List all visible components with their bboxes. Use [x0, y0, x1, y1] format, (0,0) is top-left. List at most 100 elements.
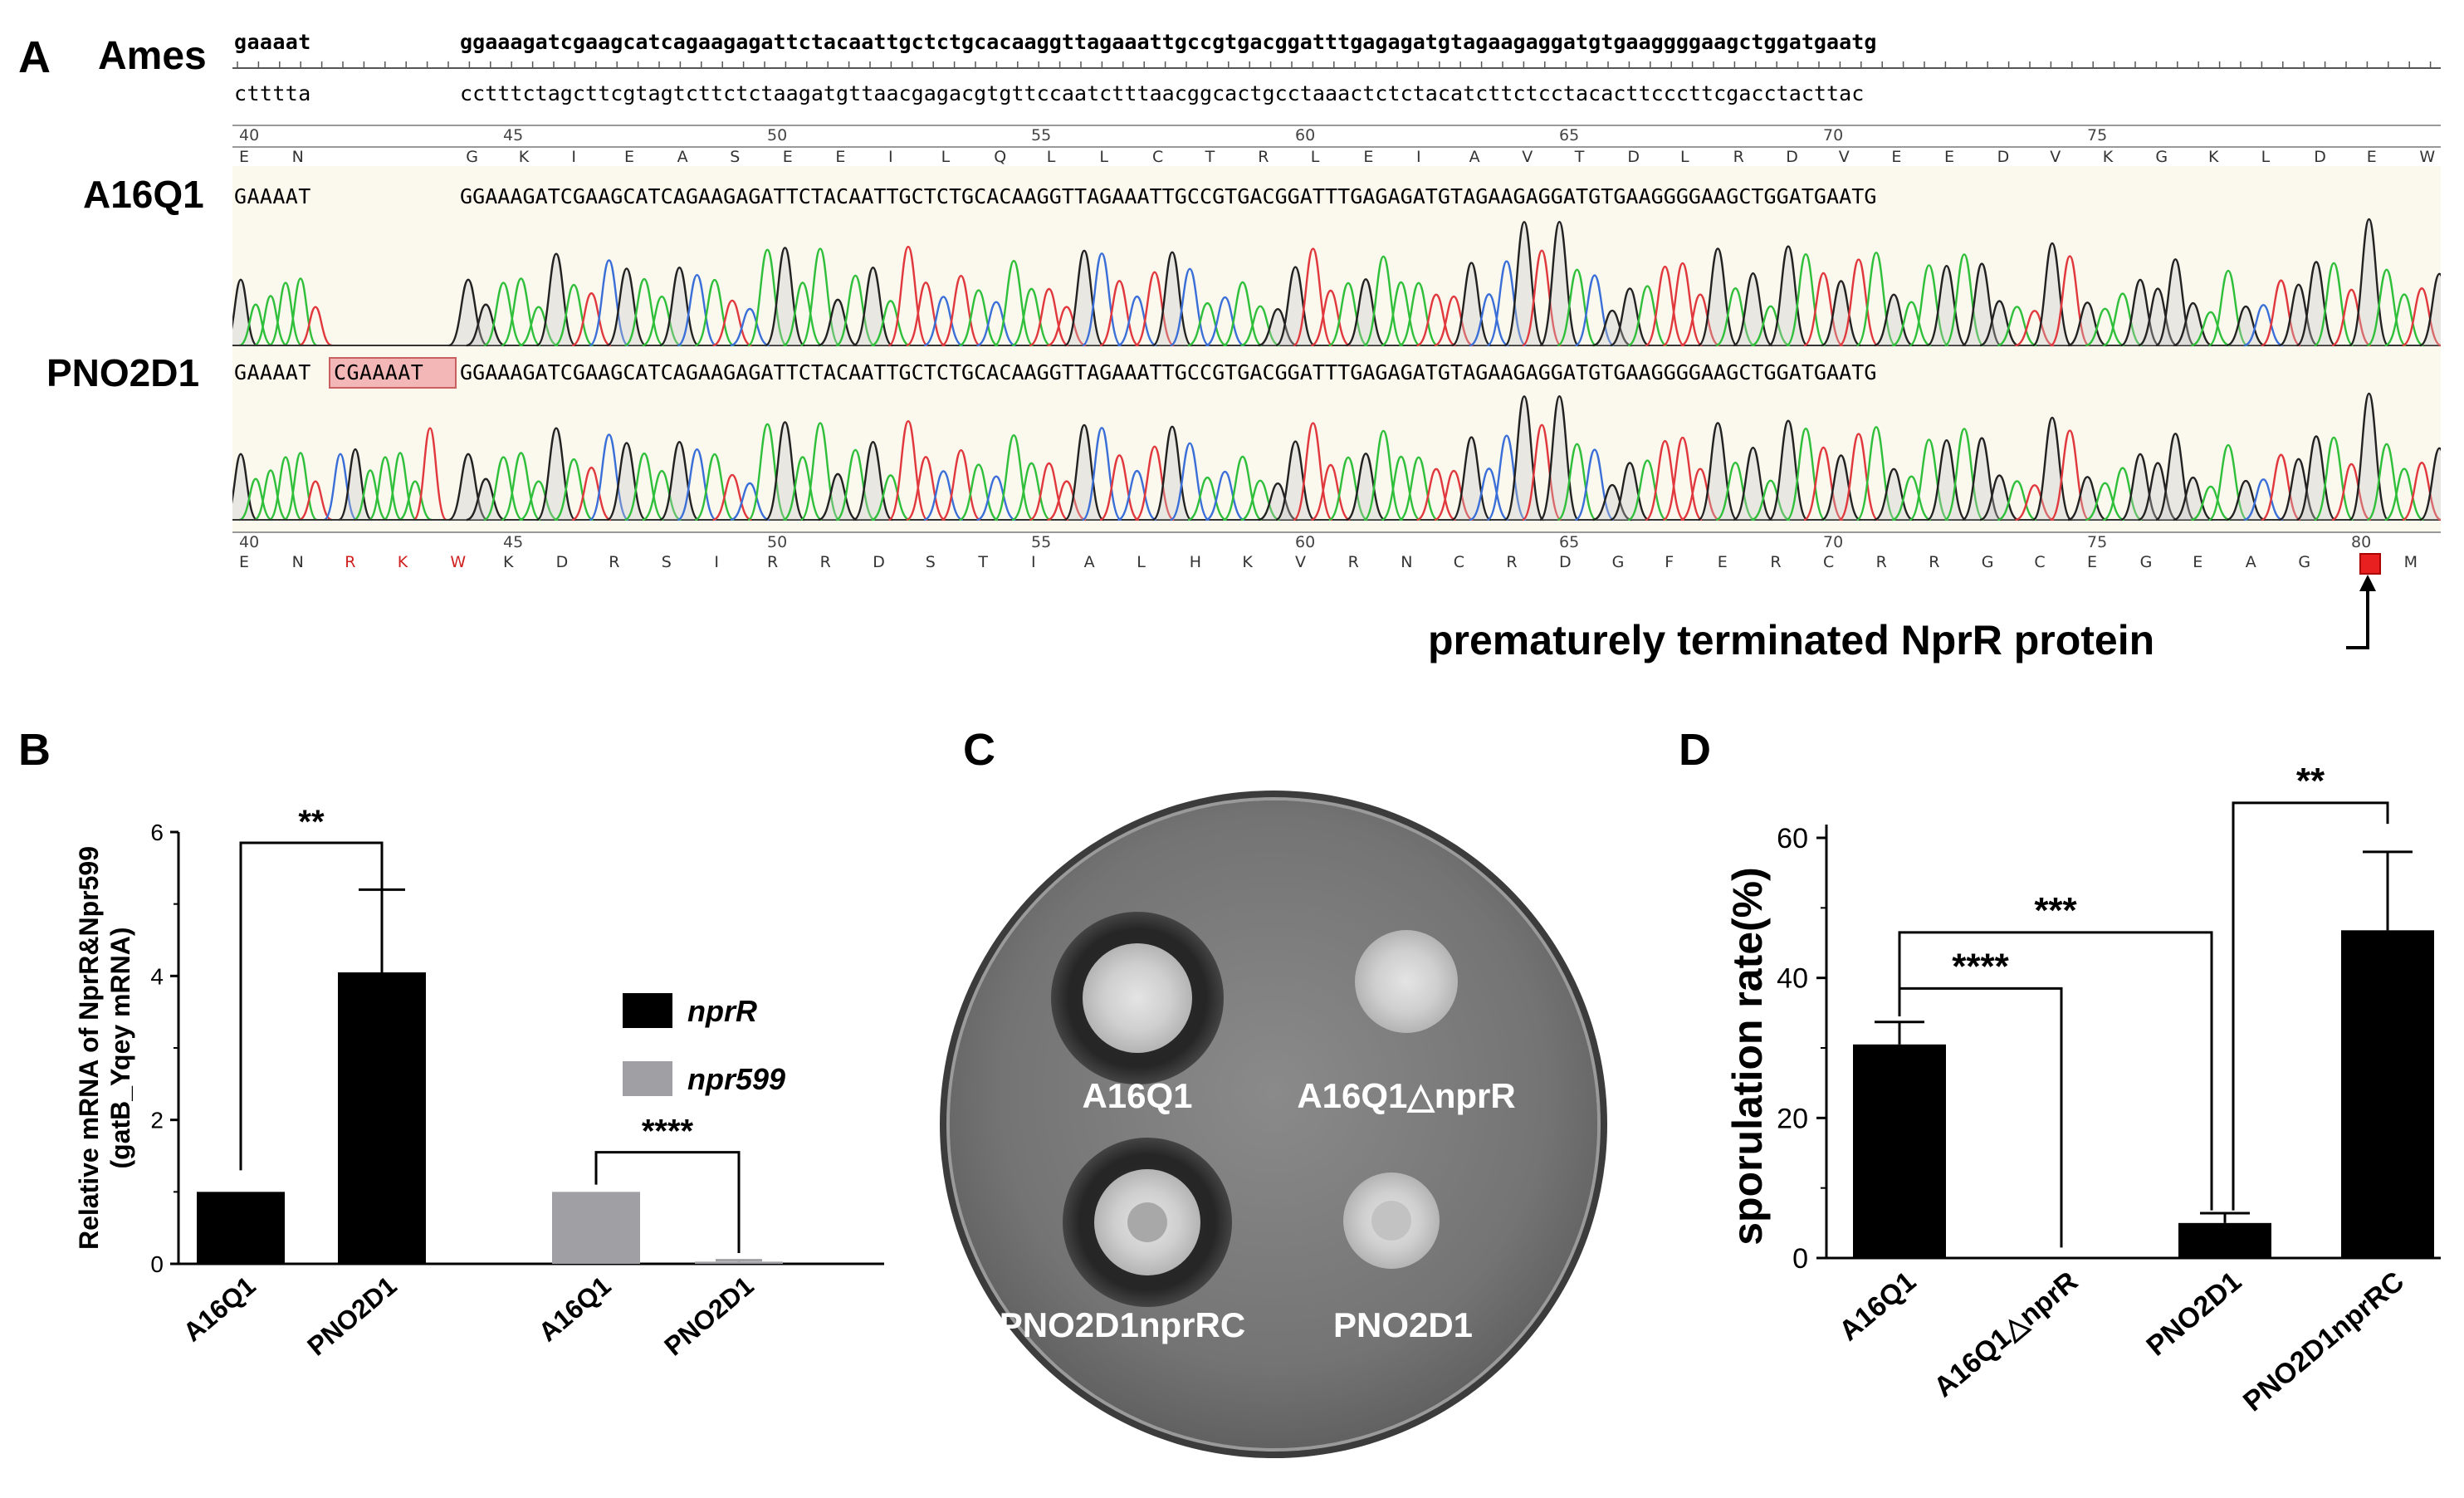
trace-peak	[1715, 462, 1756, 521]
trace-peak	[2120, 453, 2160, 521]
trace-peak	[2296, 261, 2336, 347]
trace-peak	[1293, 247, 1333, 347]
trace-peak	[2208, 443, 2248, 521]
trace-peak	[1293, 422, 1333, 521]
amino-acid: D	[873, 553, 885, 571]
trace-peak	[1310, 463, 1351, 521]
trace-peak	[1574, 274, 1615, 347]
y-tick-label: 20	[1777, 1103, 1808, 1134]
trace-peak	[1240, 305, 1280, 347]
stop-codon-arrow	[2346, 575, 2376, 649]
plate-label-pno2d1nprrc: PNO2D1nprRC	[1000, 1305, 1245, 1344]
amino-acid: K	[503, 553, 514, 571]
trace-peak	[2366, 268, 2407, 347]
position-number: 65	[1559, 126, 1580, 144]
amino-acid: E	[239, 553, 250, 571]
trace-peak	[888, 419, 928, 521]
trace-peak	[1909, 264, 1949, 347]
trace-peak	[1416, 468, 1456, 521]
trace-peak	[835, 274, 876, 347]
amino-acid: D	[1997, 148, 2010, 166]
amino-acid: C	[1453, 553, 1465, 571]
position-number: 80	[2351, 533, 2372, 551]
amino-acid: I	[1031, 553, 1036, 571]
significance-label: **	[298, 804, 325, 840]
trace-peak	[2331, 463, 2372, 521]
x-tick-label: PNO2D1	[301, 1270, 402, 1362]
trace-peak	[1557, 268, 1597, 347]
trace-peak	[2278, 458, 2319, 521]
trace-peak	[2331, 288, 2372, 347]
a16q1-chromatogram	[232, 218, 2441, 347]
y-tick-label: 4	[150, 963, 164, 989]
amino-acid: R	[767, 553, 779, 571]
position-number: 40	[239, 533, 260, 551]
trace-peak	[1944, 253, 1984, 347]
trace-peak	[659, 267, 700, 347]
trace-peak	[2120, 278, 2160, 347]
trace-peak	[642, 295, 682, 347]
position-number: 45	[503, 533, 524, 551]
position-number: 45	[503, 126, 524, 144]
trace-peak	[2296, 435, 2336, 521]
panel-a-letter: A	[18, 32, 51, 82]
bar-npr599-A16Q1	[552, 1192, 640, 1264]
trace-peak	[923, 296, 964, 347]
amino-acid: R	[1506, 553, 1518, 571]
significance-bracket	[1898, 931, 2213, 1211]
trace-peak	[1328, 281, 1368, 347]
trace-peak	[1979, 300, 2020, 347]
amino-acid: E	[1363, 148, 1374, 166]
trace-peak	[2085, 482, 2125, 521]
trace-peak	[1768, 419, 1808, 521]
trace-peak	[283, 452, 318, 521]
trace-peak	[606, 267, 647, 347]
trace-peak	[1557, 443, 1597, 521]
position-number: 70	[1823, 533, 1844, 551]
trace-peak	[906, 456, 946, 521]
bar-A16Q1	[1853, 1044, 1946, 1258]
trace-peak	[466, 303, 506, 347]
pno2d1-base-calls-left: GAAAAT	[234, 360, 311, 384]
trace-peak	[1064, 423, 1104, 521]
trace-peak	[1680, 293, 1720, 347]
significance-label: **	[2296, 764, 2325, 801]
panel-d-letter: D	[1679, 725, 1711, 775]
bar-nprR-PNO2D1	[338, 972, 426, 1264]
legend-swatch	[623, 1061, 672, 1096]
trace-peak	[747, 423, 788, 521]
x-tick-label: PNO2D1nprRC	[2237, 1265, 2410, 1417]
amino-acid: L	[1099, 148, 1108, 166]
x-tick-label: PNO2D1	[658, 1270, 759, 1362]
trace-peak	[958, 289, 999, 347]
amino-acid: S	[730, 148, 741, 166]
trace-peak	[2191, 485, 2231, 521]
amino-acid: E	[239, 148, 250, 166]
trace-peak	[835, 448, 876, 521]
amino-acid: K	[518, 148, 530, 166]
amino-acid: L	[1046, 148, 1056, 166]
trace-peak	[642, 469, 682, 521]
trace-peak	[589, 259, 629, 347]
pno2d1-base-calls: GGAAAGATCGAAGCATCAGAAGAGATTCTACAATTGCTCT…	[460, 360, 1877, 384]
bar-PNO2D1	[2178, 1222, 2271, 1258]
panel-b-letter: B	[18, 725, 51, 775]
legend-label: npr599	[687, 1062, 785, 1096]
trace-peak	[1645, 439, 1685, 521]
trace-peak	[624, 277, 664, 347]
trace-peak	[1064, 249, 1104, 347]
trace-peak	[994, 259, 1034, 347]
trace-peak	[958, 463, 999, 521]
trace-peak	[501, 277, 541, 347]
trace-peak	[1751, 479, 1791, 521]
amino-acid: E	[1944, 148, 1955, 166]
plate-label-a16q1-deltanprr: A16Q1△nprR	[1297, 1076, 1515, 1115]
position-number: 65	[1559, 533, 1580, 551]
amino-acid: A	[1083, 553, 1095, 571]
trace-peak	[1821, 280, 1861, 347]
amino-acid: A	[677, 148, 688, 166]
trace-peak	[466, 477, 506, 521]
significance-label: ****	[642, 1114, 694, 1150]
